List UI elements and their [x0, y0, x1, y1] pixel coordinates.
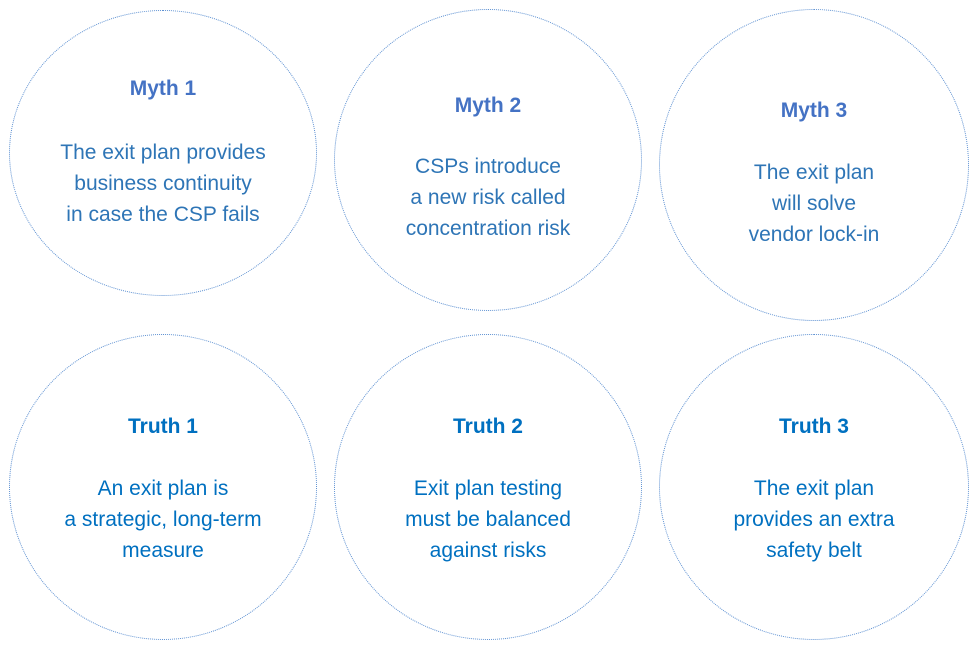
truth-1-line-2: a strategic, long-term — [64, 508, 262, 531]
myth-1-title: Myth 1 — [129, 77, 197, 100]
truth-1-line-3: measure — [122, 539, 204, 562]
truth-1-text: An exit plan is a strategic, long-term m… — [10, 473, 316, 566]
myth-3-circle: Myth 3 The exit plan will solve vendor l… — [659, 9, 969, 321]
truth-3-line-2: provides an extra — [733, 508, 895, 531]
myth-1-line-2: business continuity — [74, 172, 252, 195]
truth-3-circle: Truth 3 The exit plan provides an extra … — [659, 334, 969, 640]
myth-1-circle: Myth 1 The exit plan provides business c… — [9, 10, 317, 296]
truth-1-circle: Truth 1 An exit plan is a strategic, lon… — [9, 334, 317, 640]
truth-2-line-3: against risks — [429, 539, 547, 562]
truth-3-line-1: The exit plan — [753, 477, 875, 500]
truth-2-line-1: Exit plan testing — [413, 477, 563, 500]
myth-3-line-3: vendor lock-in — [748, 223, 880, 246]
truth-2-text: Exit plan testing must be balanced again… — [335, 473, 641, 566]
myth-2-line-1: CSPs introduce — [415, 155, 561, 178]
truth-2-line-2: must be balanced — [405, 508, 571, 531]
myth-3-line-2: will solve — [771, 192, 857, 215]
myth-2-line-2: a new risk called — [410, 186, 566, 209]
truth-1-title: Truth 1 — [127, 415, 198, 438]
myth-2-circle: Myth 2 CSPs introduce a new risk called … — [334, 9, 642, 311]
truth-2-circle: Truth 2 Exit plan testing must be balanc… — [334, 334, 642, 640]
truth-3-line-3: safety belt — [766, 539, 862, 562]
myth-2-title: Myth 2 — [454, 94, 522, 117]
truth-3-text: The exit plan provides an extra safety b… — [660, 473, 968, 566]
myth-1-line-1: The exit plan provides — [60, 141, 266, 164]
myth-1-line-3: in case the CSP fails — [66, 203, 260, 226]
myth-2-line-3: concentration risk — [405, 217, 571, 240]
truth-2-title: Truth 2 — [452, 415, 523, 438]
myth-3-text: The exit plan will solve vendor lock-in — [660, 157, 968, 250]
truth-1-line-1: An exit plan is — [97, 477, 229, 500]
truth-3-title: Truth 3 — [778, 415, 849, 438]
myth-3-title: Myth 3 — [780, 99, 848, 122]
myth-2-text: CSPs introduce a new risk called concent… — [335, 151, 641, 244]
myth-3-line-1: The exit plan — [753, 161, 875, 184]
myth-1-text: The exit plan provides business continui… — [10, 137, 316, 230]
